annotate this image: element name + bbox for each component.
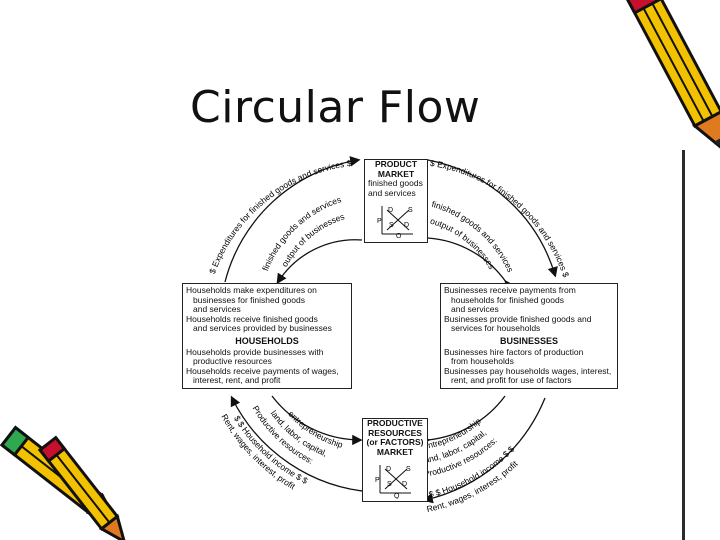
- price-label: P: [375, 477, 380, 484]
- factor-market-heading: PRODUCTIVE: [367, 418, 423, 428]
- product-market-heading: PRODUCT: [374, 159, 418, 169]
- households-text: and services provided by businesses: [193, 323, 332, 333]
- flow-arrow: [419, 395, 506, 446]
- businesses-text: rent, and profit for use of factors: [451, 375, 572, 385]
- product-market-line: finished goods: [368, 178, 423, 188]
- businesses-label: BUSINESSES: [499, 335, 559, 346]
- flow-arrow: [427, 159, 558, 278]
- flow-label: output of businesses: [279, 211, 345, 268]
- businesses-text: Businesses provide finished goods and: [444, 313, 592, 324]
- businesses-text: households for finished goods: [451, 294, 564, 305]
- households-text: Households make expenditures on: [186, 285, 317, 295]
- supply-label: S: [408, 207, 413, 214]
- flow-arrow: [422, 397, 546, 504]
- households-text: interest, rent, and profit: [193, 375, 281, 385]
- right-divider: [682, 150, 685, 540]
- flow-arrow: [224, 156, 361, 283]
- product-market-line: and services: [368, 187, 416, 198]
- households-text: and services: [193, 304, 241, 314]
- demand-label: D: [404, 222, 409, 229]
- households-box: Households make expenditures on business…: [182, 283, 352, 389]
- quantity-label: Q: [396, 233, 402, 238]
- supply-demand-graph: D S P S D Q: [375, 465, 411, 499]
- pencil-icon: [37, 435, 127, 540]
- businesses-text: services for households: [451, 323, 541, 333]
- product-market-heading: MARKET: [377, 168, 415, 179]
- slide-title: Circular Flow: [190, 82, 481, 133]
- households-text: Households provide businesses with: [186, 346, 324, 357]
- demand-label: D: [386, 466, 391, 473]
- businesses-text: Businesses receive payments from: [444, 285, 576, 295]
- flow-label: finished goods and services: [260, 194, 342, 272]
- households-text: Households receive finished goods: [186, 313, 318, 324]
- demand-label: D: [388, 207, 393, 214]
- factor-market-box: PRODUCTIVE RESOURCES (or FACTORS) MARKET…: [362, 418, 428, 502]
- quantity-label: Q: [394, 493, 400, 499]
- businesses-text: Businesses hire factors of production: [444, 346, 584, 357]
- factor-market-heading: (or FACTORS): [366, 437, 424, 447]
- product-market-box: PRODUCT MARKET finished goods and servic…: [364, 159, 428, 243]
- businesses-text: and services: [451, 304, 499, 314]
- households-text: businesses for finished goods: [193, 294, 305, 305]
- factor-market-heading: RESOURCES: [368, 427, 422, 438]
- factor-market-heading: MARKET: [376, 446, 414, 457]
- households-text: Households receive payments of wages,: [186, 365, 339, 376]
- flow-arrow: [276, 239, 363, 285]
- supply-demand-graph: D S P S D Q: [377, 206, 413, 238]
- supply-label: S: [389, 222, 394, 229]
- price-label: P: [377, 218, 382, 225]
- flow-label: finished goods and services: [431, 199, 516, 274]
- households-label: HOUSEHOLDS: [235, 335, 299, 346]
- businesses-box: Businesses receive payments from househo…: [440, 283, 618, 389]
- businesses-text: Businesses pay households wages, interes…: [444, 365, 612, 376]
- households-text: productive resources: [193, 356, 272, 366]
- businesses-text: from households: [451, 356, 514, 366]
- supply-label: S: [387, 481, 392, 488]
- demand-label: D: [402, 481, 407, 488]
- flow-arrow: [230, 395, 373, 493]
- flow-arrow: [271, 395, 363, 446]
- supply-label: S: [406, 466, 411, 473]
- flow-label: output of businesses: [429, 216, 497, 271]
- flow-arrow: [427, 237, 515, 292]
